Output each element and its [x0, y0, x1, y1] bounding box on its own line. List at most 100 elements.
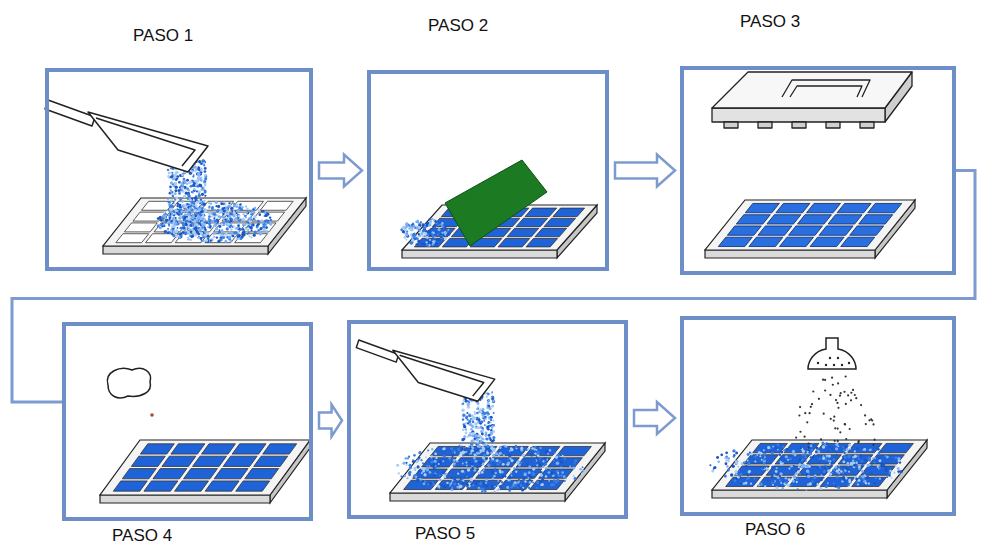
- powder-grain: [481, 433, 484, 436]
- powder-grain: [236, 238, 238, 240]
- powder-grain: [422, 462, 424, 464]
- powder-grain: [191, 222, 193, 224]
- powder-grain: [178, 181, 180, 183]
- powder-grain: [174, 222, 177, 225]
- powder-grain: [422, 235, 425, 238]
- powder-grain: [466, 402, 468, 404]
- powder-grain: [484, 416, 486, 418]
- powder-grain: [473, 469, 476, 472]
- powder-grain: [198, 237, 200, 239]
- powder-grain: [181, 211, 183, 213]
- powder-grain: [168, 171, 171, 174]
- powder-grain: [471, 467, 473, 469]
- powder-grain: [480, 430, 483, 433]
- powder-grain: [173, 202, 175, 204]
- powder-grain: [217, 222, 219, 224]
- powder-grain: [520, 447, 523, 450]
- powder-grain: [780, 444, 782, 446]
- powder-grain: [528, 466, 531, 469]
- powder-grain: [443, 447, 446, 450]
- powder-grain: [177, 227, 179, 229]
- powder-grain: [540, 447, 542, 449]
- powder-grain: [558, 457, 561, 460]
- powder-grain: [190, 238, 193, 241]
- powder-grain: [231, 218, 233, 220]
- powder-grain: [451, 454, 453, 456]
- powder-grain: [481, 427, 483, 429]
- powder-grain: [407, 477, 409, 479]
- powder-grain: [265, 220, 268, 223]
- powder-grain: [550, 483, 553, 486]
- powder-grain: [510, 447, 512, 449]
- powder-grain: [452, 461, 454, 463]
- powder-grain: [434, 460, 437, 463]
- mold-cell: [548, 458, 583, 467]
- powder-grain: [250, 212, 252, 214]
- powder-grain: [189, 207, 192, 210]
- powder-grain: [434, 466, 437, 469]
- powder-grain: [175, 217, 177, 219]
- powder-grain: [483, 454, 486, 457]
- powder-grain: [222, 223, 225, 226]
- powder-grain: [426, 239, 428, 241]
- powder-grain: [443, 476, 446, 479]
- powder-grain: [188, 182, 190, 184]
- powder-grain: [466, 483, 469, 486]
- powder-grain: [487, 399, 490, 402]
- powder-grain: [170, 176, 173, 179]
- powder-grain: [474, 422, 477, 425]
- powder-grain: [204, 182, 207, 185]
- powder-grain: [172, 217, 175, 220]
- powder-grain: [439, 479, 442, 482]
- mold-cell: [807, 203, 841, 212]
- powder-grain: [471, 444, 473, 446]
- powder-grain: [169, 189, 171, 191]
- powder-grain: [462, 429, 464, 431]
- powder-grain: [503, 454, 505, 456]
- powder-grain: [189, 221, 191, 223]
- mold-cell: [820, 477, 855, 486]
- mold-cell: [260, 201, 293, 210]
- powder-grain: [172, 234, 175, 237]
- powder-grain: [221, 223, 223, 225]
- powder-grain: [780, 482, 782, 484]
- powder-grain: [484, 416, 487, 419]
- powder-grain: [421, 467, 424, 470]
- powder-grain: [214, 209, 216, 211]
- powder-grain: [528, 471, 531, 474]
- powder-grain: [469, 423, 472, 426]
- powder-grain: [244, 215, 246, 217]
- powder-grain: [426, 244, 429, 247]
- powder-grain: [461, 470, 464, 473]
- powder-grain: [194, 233, 197, 236]
- powder-grain: [486, 396, 488, 398]
- powder-grain: [258, 209, 260, 211]
- powder-grain: [432, 227, 435, 230]
- powder-grain: [196, 179, 199, 182]
- powder-grain: [461, 409, 464, 412]
- powder-grain: [196, 212, 198, 214]
- powder-grain: [509, 450, 511, 452]
- mold-cell: [767, 215, 801, 224]
- powder-grain: [548, 480, 550, 482]
- powder-grain: [197, 172, 200, 175]
- mold-cell: [124, 223, 157, 232]
- powder-grain: [516, 467, 518, 469]
- powder-grain: [242, 218, 245, 221]
- powder-grain: [429, 482, 432, 485]
- powder-grain: [499, 446, 502, 449]
- powder-grain: [532, 472, 535, 475]
- powder-grain: [848, 471, 850, 473]
- powder-grain: [186, 216, 188, 218]
- mold-cell: [146, 234, 179, 243]
- powder-grain: [438, 463, 440, 465]
- powder-grain: [532, 468, 535, 471]
- powder-grain: [208, 222, 211, 225]
- powder-grain: [545, 467, 548, 470]
- powder-grain: [230, 228, 233, 231]
- mold-cell: [444, 469, 479, 478]
- powder-grain: [172, 178, 175, 181]
- mold-tray: [100, 440, 310, 503]
- powder-grain: [164, 230, 167, 233]
